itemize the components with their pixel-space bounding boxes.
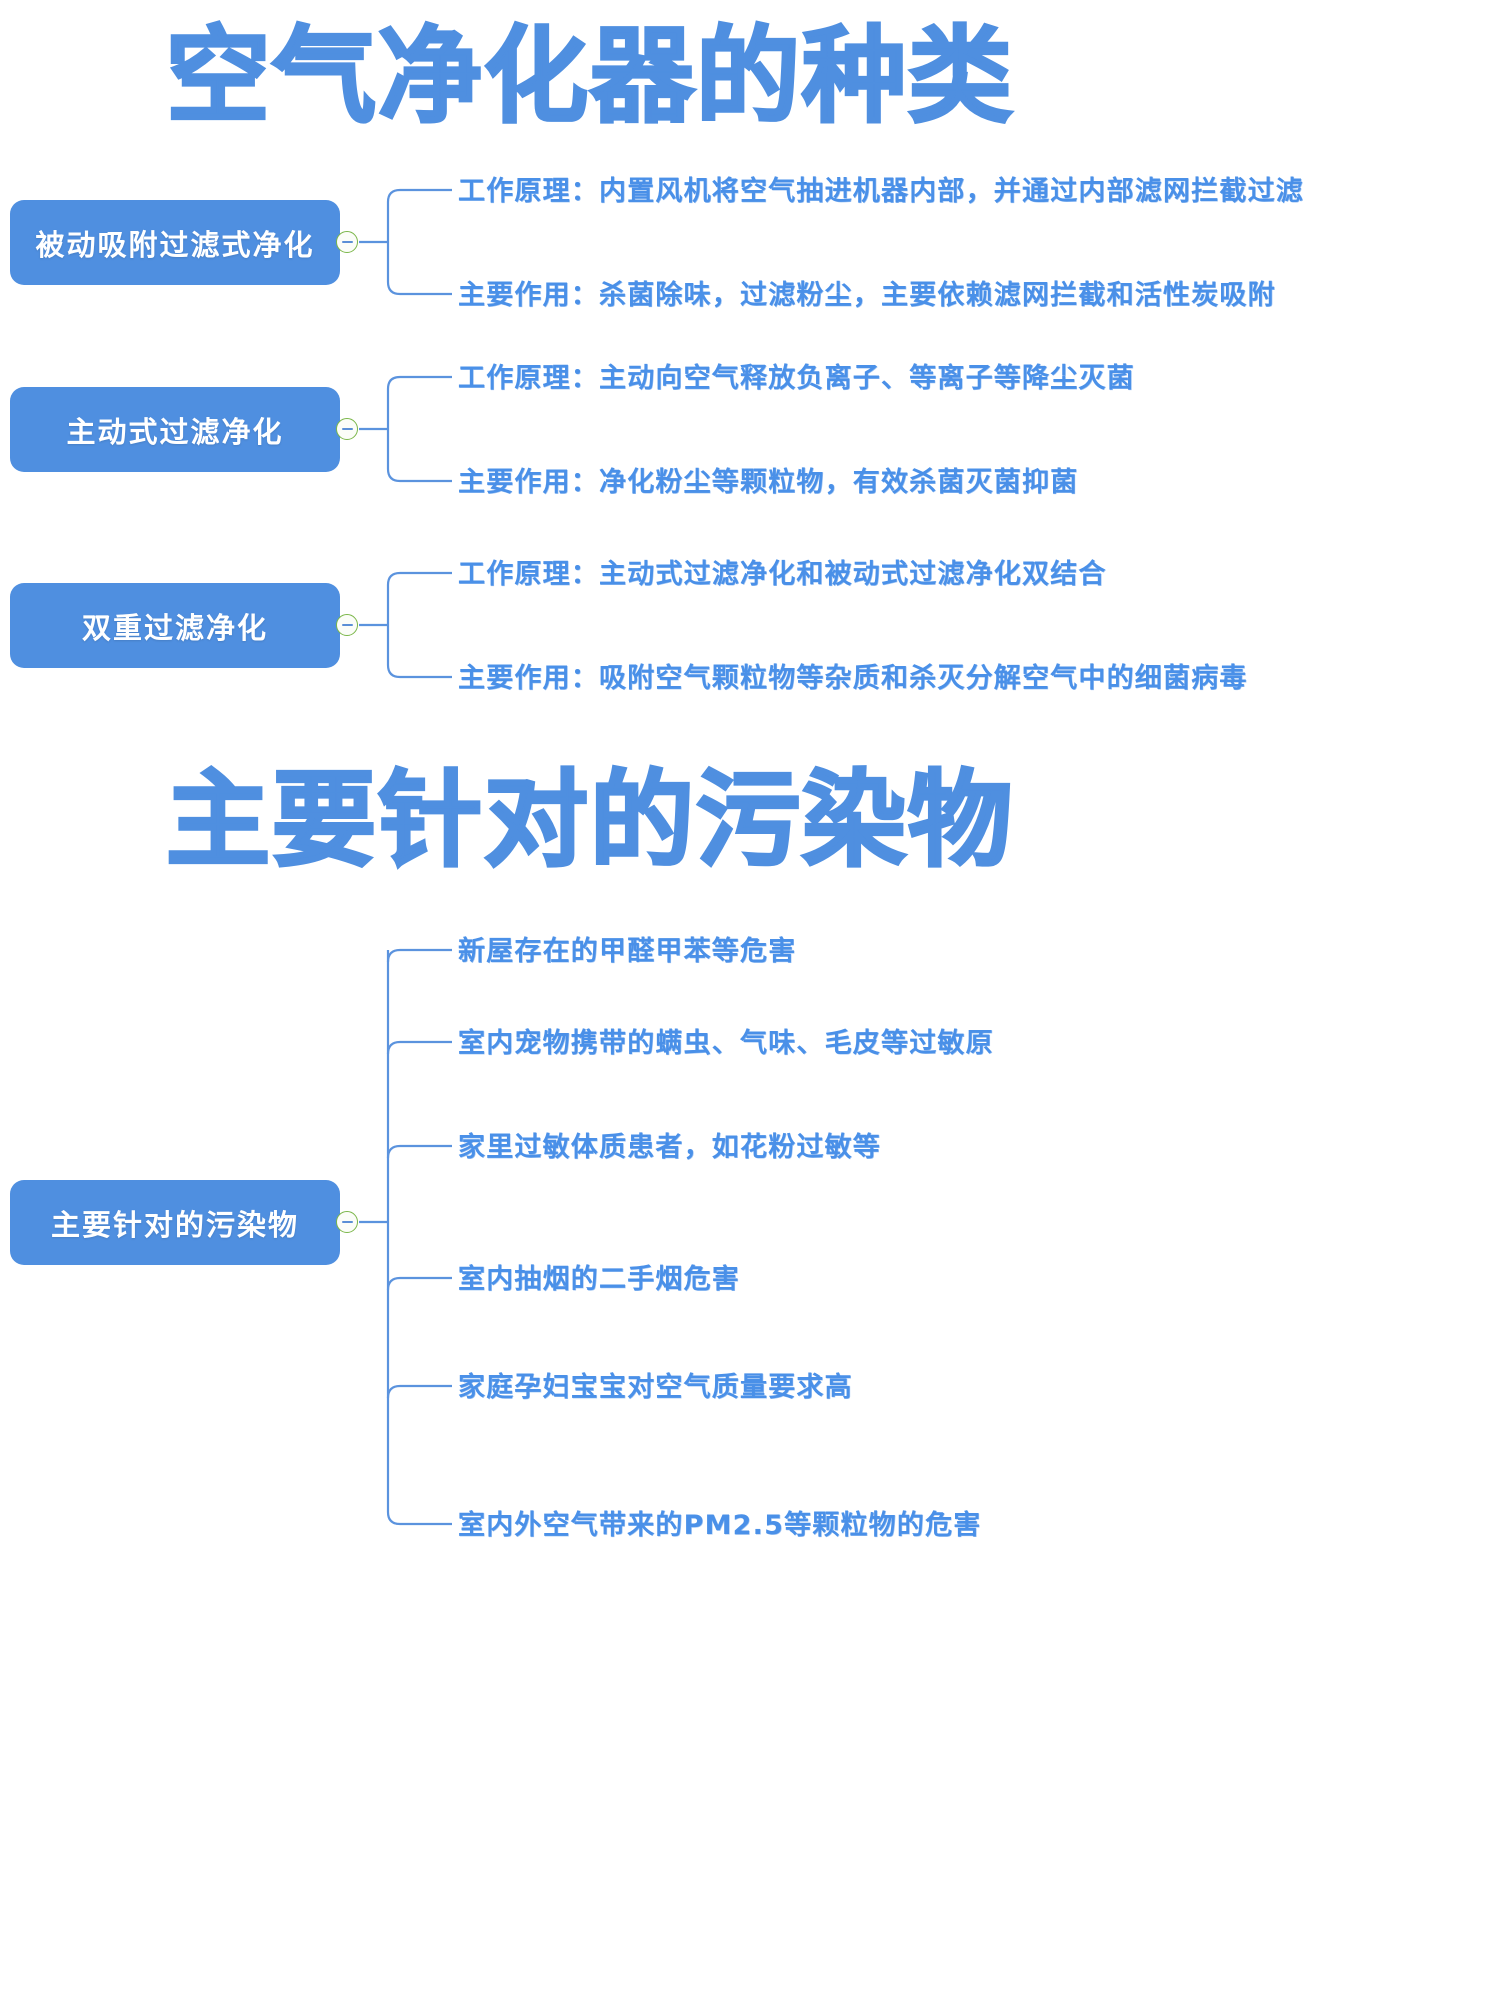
connector-branch-s2-c1	[386, 948, 452, 963]
leaf-pollutant-pet-allergens[interactable]: 室内宠物携带的螨虫、气味、毛皮等过敏原	[458, 1028, 994, 1059]
leaf-g1-working-principle[interactable]: 工作原理：内置风机将空气抽进机器内部，并通过内部滤网拦截过滤	[458, 176, 1304, 207]
minus-glyph	[341, 624, 353, 626]
leaf-pollutant-pm25[interactable]: 室内外空气带来的PM2.5等颗粒物的危害	[458, 1510, 982, 1541]
section-title-target-pollutants: 主要针对的污染物	[164, 759, 1014, 881]
minus-glyph	[341, 1221, 353, 1223]
leaf-pollutant-allergy-patients[interactable]: 家里过敏体质患者，如花粉过敏等	[458, 1132, 881, 1163]
leaf-pollutant-formaldehyde[interactable]: 新屋存在的甲醛甲苯等危害	[458, 936, 797, 967]
connector-branch-g2-c2	[386, 468, 452, 483]
connector-branch-g1-c2	[386, 281, 452, 296]
collapse-minus-icon-node-4[interactable]	[336, 1211, 358, 1233]
leaf-g3-main-function[interactable]: 主要作用：吸附空气颗粒物等杂质和杀灭分解空气中的细菌病毒	[458, 663, 1248, 694]
connector-branch-s2-c3	[386, 1144, 452, 1159]
collapse-minus-icon-node-3[interactable]	[336, 614, 358, 636]
leaf-g2-main-function[interactable]: 主要作用：净化粉尘等颗粒物，有效杀菌灭菌抑菌	[458, 467, 1079, 498]
leaf-g3-working-principle[interactable]: 工作原理：主动式过滤净化和被动式过滤净化双结合	[458, 559, 1107, 590]
leaf-g1-main-function[interactable]: 主要作用：杀菌除味，过滤粉尘，主要依赖滤网拦截和活性炭吸附	[458, 280, 1276, 311]
section-title-air-purifier-types: 空气净化器的种类	[164, 15, 1014, 137]
connector-branch-s2-c4	[386, 1276, 452, 1291]
connector-branch-g3-c2	[386, 664, 452, 679]
node-target-pollutants[interactable]: 主要针对的污染物	[10, 1180, 340, 1265]
connector-branch-s2-c6	[386, 1511, 452, 1526]
minus-glyph	[341, 241, 353, 243]
leaf-pollutant-secondhand-smoke[interactable]: 室内抽烟的二手烟危害	[458, 1264, 740, 1295]
collapse-minus-icon-node-1[interactable]	[336, 231, 358, 253]
connector-branch-g3-c1	[386, 571, 452, 586]
minus-glyph	[341, 428, 353, 430]
node-active-filter-purification[interactable]: 主动式过滤净化	[10, 387, 340, 472]
collapse-minus-icon-node-2[interactable]	[336, 418, 358, 440]
connector-branch-s2-c5	[386, 1384, 452, 1399]
node-dual-filter-purification[interactable]: 双重过滤净化	[10, 583, 340, 668]
node-passive-adsorption-filter[interactable]: 被动吸附过滤式净化	[10, 200, 340, 285]
connector-branch-s2-c2	[386, 1040, 452, 1055]
leaf-pollutant-pregnant-baby[interactable]: 家庭孕妇宝宝对空气质量要求高	[458, 1372, 853, 1403]
leaf-g2-working-principle[interactable]: 工作原理：主动向空气释放负离子、等离子等降尘灭菌	[458, 363, 1135, 394]
connector-branch-g1-c1	[386, 188, 452, 203]
connector-branch-g2-c1	[386, 375, 452, 390]
